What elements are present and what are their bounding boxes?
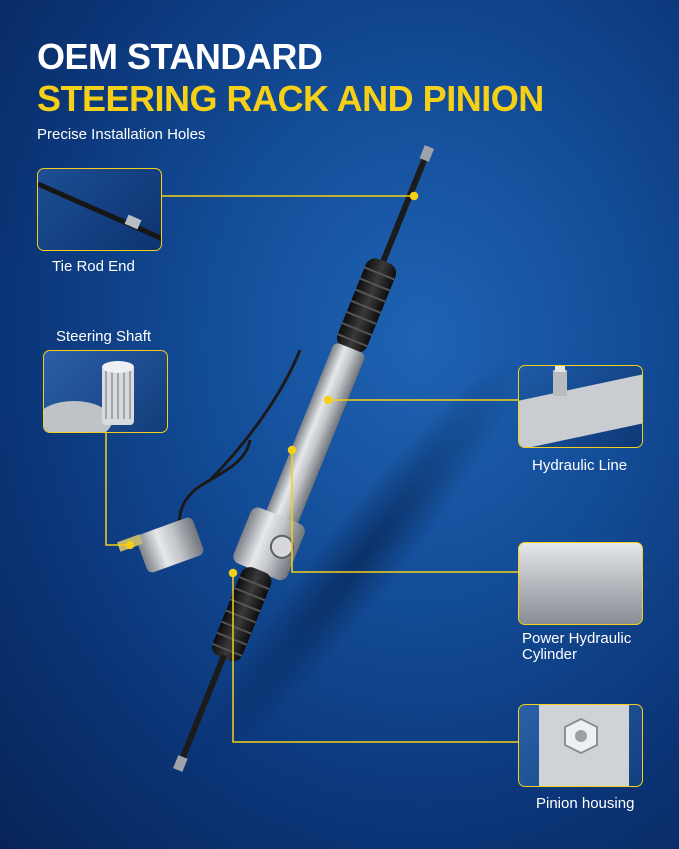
hydraulic-line-pipe-2: [208, 349, 302, 482]
rack-assembly: [173, 145, 435, 772]
label-pinion-housing: Pinion housing: [536, 795, 635, 812]
label-power-cylinder-line1: Power Hydraulic: [522, 630, 632, 647]
steering-valve-body: [136, 517, 204, 573]
label-tie-rod-end: Tie Rod End: [52, 258, 135, 275]
pinion-housing-body: [233, 507, 305, 581]
label-hydraulic-line: Hydraulic Line: [532, 457, 628, 474]
upper-tie-rod: [378, 153, 430, 267]
power-cylinder-thumbnail: [518, 542, 643, 625]
label-power-cylinder-line2: Cylinder: [522, 646, 578, 663]
hydraulic-line-pipe: [177, 439, 252, 531]
product-shadow: [196, 353, 524, 767]
label-steering-shaft: Steering Shaft: [56, 328, 152, 345]
upper-tie-rod-tip: [419, 145, 435, 162]
upper-boot: [336, 258, 397, 353]
tie-rod-end-image: [38, 181, 161, 241]
subtitle-installation-holes: Precise Installation Holes: [37, 126, 206, 143]
steering-shaft-thumbnail: [43, 350, 168, 433]
title-oem-standard: OEM STANDARD: [37, 36, 323, 77]
lower-tie-rod-tip: [173, 755, 188, 772]
callout-lines: [105, 191, 518, 743]
lower-tie-rod: [178, 653, 227, 763]
steering-shaft-image: [44, 361, 134, 432]
title-steering-rack: STEERING RACK AND PINION: [37, 78, 544, 119]
hydraulic-line-thumbnail: [518, 365, 643, 448]
hydraulic-line-image: [519, 366, 642, 447]
line-steering-shaft: [105, 433, 128, 546]
line-pinion: [232, 575, 518, 743]
power-cylinder-body: [265, 343, 365, 529]
line-cylinder: [291, 452, 518, 573]
tie-rod-end-thumbnail: [37, 168, 162, 251]
pinion-housing-thumbnail: [518, 704, 643, 787]
pinion-housing-image: [539, 705, 629, 786]
lower-boot: [212, 567, 272, 662]
